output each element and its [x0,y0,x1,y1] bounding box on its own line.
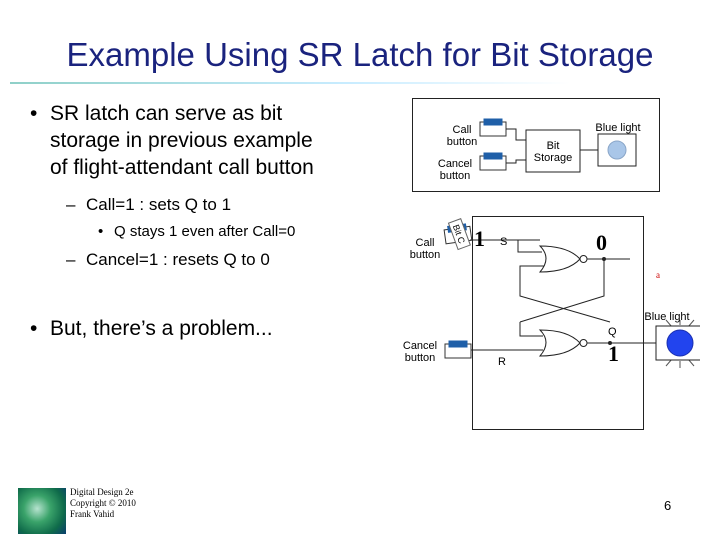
cross-wire-2 [519,259,605,323]
bit-storage-label: Bit Storage [528,140,578,164]
sr-latch-circuit: Bit C [443,218,700,368]
sub-bullet-dash-2: – [66,250,76,269]
rotated-bit-label-group: Bit C [447,218,471,251]
latch-call-label: Call button [406,237,444,261]
top-junction [602,257,606,261]
slide-title: Example Using SR Latch for Bit Storage [66,36,654,73]
sub-bullet-call: Call=1 : sets Q to 1 [86,195,232,214]
q-label: Q [608,326,617,338]
bullet-dot-1: • [30,102,38,125]
bullet-dot-2: • [30,317,38,340]
footer-line-3: Frank Vahid [70,509,115,519]
top-cancel-label-1: Cancel [437,158,473,170]
blue-light-on-icon [655,319,700,368]
title-underline [10,82,570,84]
top-call-label: Call button [440,124,484,148]
s-value: 1 [474,226,485,251]
latch-call-label-1: Call [415,237,435,249]
bullet-1: SR latch can serve as bit storage in pre… [50,100,380,181]
bottom-nor-bubble [579,339,588,347]
top-cancel-button-cap [483,152,503,160]
bottom-gate-in-a [519,322,543,337]
top-blue-light-icon [607,140,627,160]
footer-line-1: Digital Design 2e [70,487,134,497]
latch-light-label: Blue light [644,311,690,323]
bullet-1-line-2: storage in previous example [50,129,313,152]
footer-line-2: Copyright © 2010 [70,498,136,508]
bit-storage-box [525,129,581,173]
bullet-1-line-1: SR latch can serve as bit [50,102,283,125]
bit-storage-label-2: Storage [533,152,573,164]
sub-sub-bullet-dot: • [98,223,104,240]
s-label: S [500,236,508,248]
bullet-1-line-3: of flight-attendant call button [50,156,314,179]
top-call-button-cap [483,118,503,126]
top-cancel-label: Cancel button [432,158,478,182]
publisher-logo [18,488,66,534]
r-label: R [498,356,506,368]
sub-bullet-dash-1: – [66,195,76,214]
latch-cancel-label-1: Cancel [402,340,438,352]
bullet-2: But, there’s a problem... [50,317,273,340]
top-gate-in-a [517,240,542,253]
q-junction [608,341,612,345]
top-output-value: 0 [596,230,607,255]
latch-call-label-2: button [409,249,441,261]
top-nor-gate [538,245,581,273]
top-cancel-wire [506,159,526,164]
latch-cancel-button [444,340,472,359]
top-light-label: Blue light [595,122,641,134]
footer-copyright: Digital Design 2e Copyright © 2010 Frank… [70,487,136,520]
small-red-mark: a [656,270,660,280]
cross-wire-1 [519,265,611,323]
q-value: 1 [608,341,619,366]
top-nor-bubble [579,255,588,263]
latch-cancel-label: Cancel button [396,340,444,364]
top-call-label-2: button [446,136,478,148]
top-call-wire [506,128,526,141]
sub-bullet-cancel: Cancel=1 : resets Q to 0 [86,250,270,269]
top-diagram-wires [479,118,637,173]
page-number: 6 [664,498,672,513]
top-diagram-frame [412,98,660,192]
latch-frame [472,216,644,430]
bottom-nor-gate [538,329,581,357]
bit-storage-label-1: Bit [546,140,560,152]
top-call-label-1: Call [452,124,472,136]
top-cancel-label-2: button [439,170,471,182]
latch-cancel-label-2: button [404,352,436,364]
sub-sub-bullet-q-stays: Q stays 1 even after Call=0 [114,223,296,240]
